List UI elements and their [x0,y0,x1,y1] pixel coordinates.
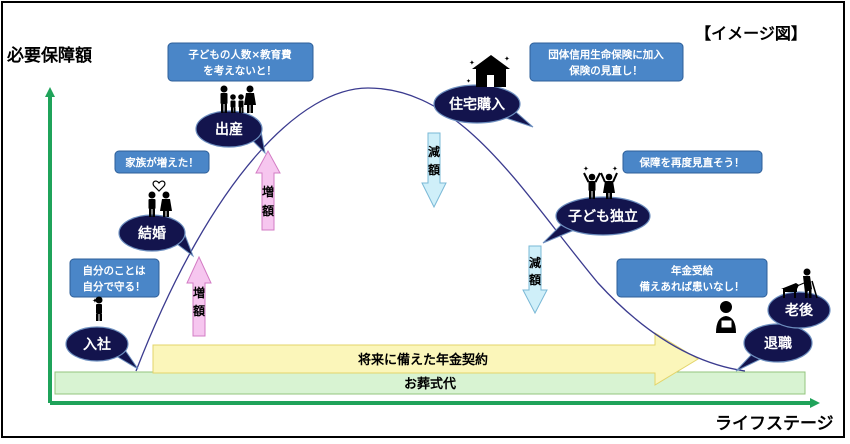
svg-text:子ども独立: 子ども独立 [568,208,638,225]
svg-text:子どもの人数×教育費: 子どもの人数×教育費 [188,48,292,61]
life-stage-diagram: 【イメージ図】 必要保障額 ライフステージ お葬式代 将来に備えた年金契約 増 … [6,24,834,434]
note-jutaku: 団体信用生命保険に加入 保険の見直し！ [529,42,684,82]
svg-text:結婚: 結婚 [138,225,166,242]
svg-text:✦: ✦ [469,59,475,67]
couple-heart-icon [148,180,172,217]
stage-jutaku: 住宅購入 [433,84,534,128]
stage-taishoku: 退職 [735,323,813,372]
note-kekkon: 家族が増えた！ [114,150,210,174]
increase-arrow-1-char-2: 額 [192,303,205,318]
note-rougo: 年金受給 備えあれば患いなし！ [616,258,768,298]
decrease-arrow-1-char-1: 減 [428,144,440,159]
svg-text:入社: 入社 [83,336,111,353]
walking-with-cane-icon [781,268,818,299]
svg-text:備えあれば患いなし！: 備えあれば患いなし！ [640,280,745,293]
svg-text:自分で守る！: 自分で守る！ [83,280,146,293]
pension-arrow [152,332,699,386]
reading-person-icon [716,301,736,333]
decrease-arrow-2 [522,245,548,315]
svg-text:保障を再度見直そう！: 保障を再度見直そう！ [639,156,745,169]
pension-arrow-label: 将来に備えた年金契約 [358,352,488,368]
svg-text:✦: ✦ [92,297,98,305]
increase-arrow-1 [186,255,212,337]
celebrating-people-icon: ✦ ✦ [583,165,618,199]
svg-text:老後: 老後 [785,302,814,319]
svg-text:✦: ✦ [612,165,618,173]
increase-arrow-1-char-1: 増 [193,285,205,300]
house-icon: ✦ ✦ ✦ [466,55,510,87]
decrease-arrow-2-char-2: 額 [528,272,541,287]
diagram-frame: 【イメージ図】 必要保障額 ライフステージ お葬式代 将来に備えた年金契約 増 … [1,1,845,438]
svg-text:住宅購入: 住宅購入 [449,96,505,113]
svg-text:出産: 出産 [215,121,243,138]
note-nyusha: 自分のことは 自分で守る！ [69,258,160,298]
stage-shussan: 出産 [195,110,266,155]
stage-rougo: 老後 [767,291,831,329]
svg-text:✦: ✦ [504,55,510,63]
svg-text:保険の見直し！: 保険の見直し！ [568,64,643,77]
family-icon [220,85,256,113]
decrease-arrow-1 [421,132,447,209]
stage-dokuritsu: 子ども独立 [542,196,651,244]
increase-arrow-2-char-2: 額 [261,203,274,218]
person-icon: ✦ [92,296,103,321]
svg-text:年金受給: 年金受給 [671,264,713,277]
y-axis-label: 必要保障額 [6,45,92,66]
svg-text:退職: 退職 [764,335,792,352]
svg-text:✦: ✦ [466,78,471,85]
svg-text:団体信用生命保険に加入: 団体信用生命保険に加入 [548,48,664,61]
stage-nyusha: 入社 [65,326,139,370]
svg-text:自分のことは: 自分のことは [83,264,146,277]
increase-arrow-2 [255,149,281,231]
svg-text:✦: ✦ [583,165,589,173]
title-badge: 【イメージ図】 [695,24,807,43]
note-dokuritsu: 保障を再度見直そう！ [622,150,763,174]
svg-text:を考えないと！: を考えないと！ [203,64,277,77]
stage-kekkon: 結婚 [118,214,195,258]
funeral-bar-label: お葬式代 [404,376,456,392]
svg-text:家族が増えた！: 家族が増えた！ [125,156,199,169]
note-shussan: 子どもの人数×教育費 を考えないと！ [167,42,314,82]
decrease-arrow-2-char-1: 減 [529,255,541,270]
x-axis-label: ライフステージ [715,414,834,434]
increase-arrow-2-char-1: 増 [262,184,274,199]
decrease-arrow-1-char-2: 額 [427,162,440,177]
